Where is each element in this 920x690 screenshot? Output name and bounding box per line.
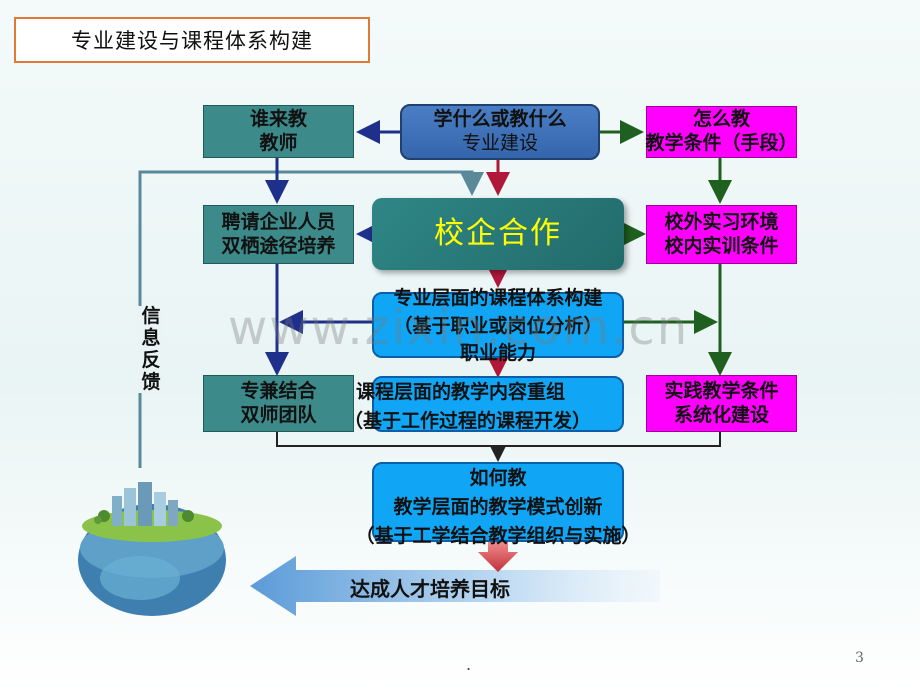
- major-level-box: [372, 292, 624, 358]
- dual-line-1: 专兼结合: [240, 379, 317, 402]
- major-line-2: （基于职业或岗位分析）: [393, 315, 603, 337]
- practice-conditions-box: 实践教学条件 系统化建设: [646, 375, 797, 432]
- outside-line-2: 校内实训条件: [664, 234, 779, 257]
- page-number: 3: [855, 650, 864, 666]
- footer-dot: .: [466, 655, 472, 674]
- practice-line-2: 系统化建设: [673, 403, 769, 426]
- dual-team-box: 专兼结合 双师团队: [203, 375, 354, 432]
- teaching-line-1: 如何教: [469, 467, 527, 489]
- how-to-teach-box: 怎么教 教学条件（手段）: [645, 106, 798, 158]
- information-feedback-label: 信 息 反 馈: [137, 305, 165, 394]
- globe-illustration: [78, 482, 226, 616]
- course-line-2: （基于工作过程的课程开发）: [344, 410, 592, 432]
- training-conditions-box: 校外实习环境 校内实训条件: [646, 205, 797, 264]
- major-line-3: 职业能力: [459, 342, 536, 364]
- what-to-teach-box: 学什么或教什么 专业建设: [400, 104, 600, 160]
- who-teaches-box: 谁来教 教师: [203, 105, 354, 158]
- dual-line-2: 双师团队: [240, 403, 317, 426]
- major-line-1: 专业层面的课程体系构建: [393, 287, 603, 309]
- school-enterprise-cooperation-box: 校企合作: [372, 198, 624, 270]
- slide-title: 专业建设与课程体系构建: [14, 17, 370, 63]
- feedback-char-4: 馈: [141, 370, 161, 393]
- course-level-box: [372, 376, 624, 432]
- down-arrow-to-goal: [478, 542, 518, 572]
- bottom-bracket-line: [276, 432, 721, 447]
- teaching-line-2: 教学层面的教学模式创新: [393, 496, 603, 518]
- feedback-char-1: 信: [141, 305, 161, 327]
- what-line-1: 学什么或教什么: [433, 108, 567, 131]
- practice-line-1: 实践教学条件: [664, 379, 779, 402]
- watermark: www.zixin.com.cn: [228, 300, 690, 356]
- teaching-line-3: （基于工学结合教学组织与实施）: [355, 525, 641, 547]
- what-line-2: 专业建设: [461, 132, 538, 154]
- goal-label: 达成人才培养目标: [350, 577, 510, 601]
- course-line-1: 课程层面的教学内容重组: [356, 381, 566, 403]
- feedback-char-3: 反: [141, 348, 161, 371]
- goal-arrow: [250, 556, 660, 616]
- recruit-box: 聘请企业人员 双栖途径培养: [203, 205, 354, 264]
- teaching-level-box: [372, 462, 624, 542]
- who-line-2: 教师: [259, 131, 298, 154]
- recruit-line-2: 双栖途径培养: [221, 234, 336, 257]
- how-line-1: 怎么教: [692, 108, 750, 131]
- who-line-1: 谁来教: [249, 107, 307, 130]
- outside-line-1: 校外实习环境: [664, 210, 779, 233]
- recruit-line-1: 聘请企业人员: [221, 210, 336, 233]
- feedback-char-2: 息: [141, 326, 161, 349]
- how-line-2: 教学条件（手段）: [645, 132, 798, 154]
